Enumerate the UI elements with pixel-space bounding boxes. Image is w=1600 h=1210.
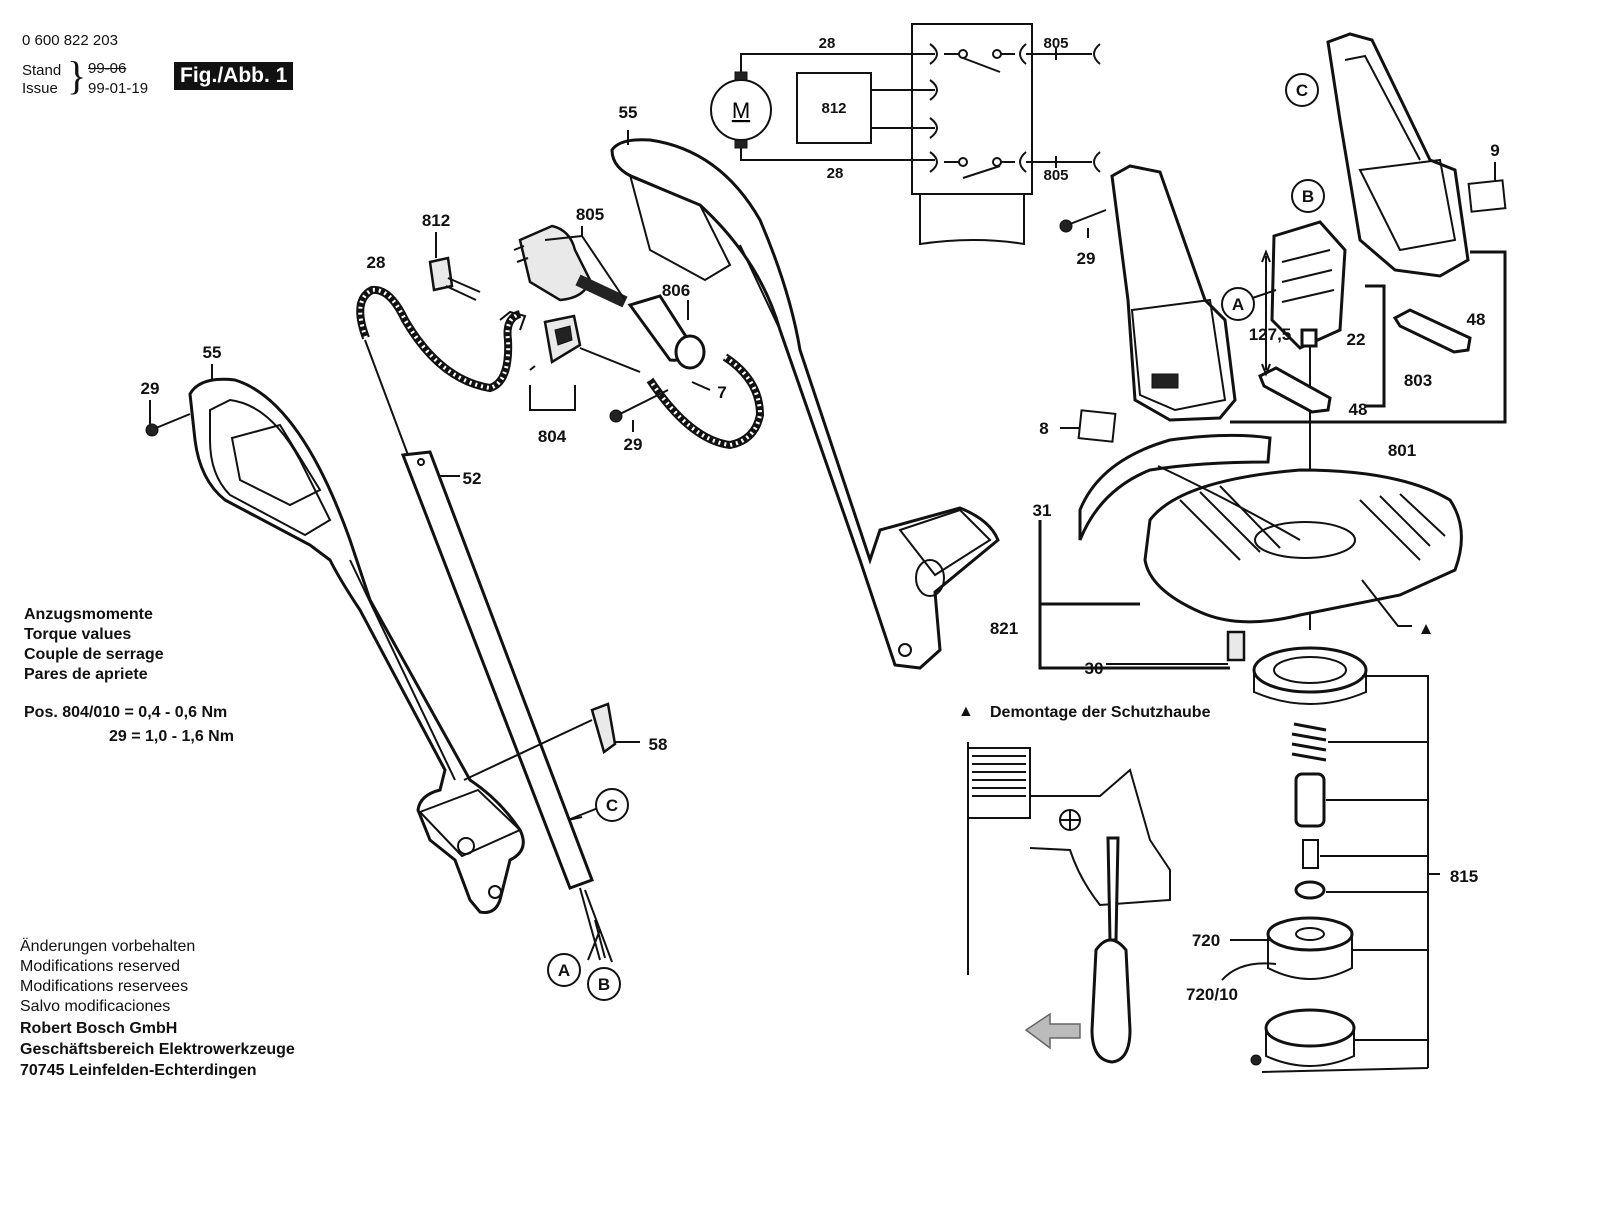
callout-720: 720 — [1192, 931, 1220, 950]
screw-29-left — [145, 413, 191, 437]
torque-heading-fr: Couple de serrage — [24, 646, 164, 663]
callout-29-left: 29 — [141, 379, 160, 398]
component-812-box — [796, 72, 872, 144]
torque-heading-en: Torque values — [24, 626, 132, 643]
torque-value-804: Pos. 804/010 = 0,4 - 0,6 Nm — [24, 704, 228, 721]
reference-circle-b-right — [1291, 179, 1325, 213]
screw-29-mid — [609, 389, 669, 423]
mains-plug-805 — [513, 224, 706, 370]
tube-52 — [400, 450, 613, 963]
callout-815: 815 — [1450, 867, 1478, 886]
component-812-label: 812 — [821, 100, 846, 117]
label-plate-9 — [1467, 179, 1507, 213]
housing-half-left — [188, 377, 525, 914]
issue-value: 99-01-19 — [88, 80, 149, 97]
figure-badge: Fig./Abb. 1 — [174, 62, 294, 90]
reference-circle-c-right — [1285, 73, 1319, 107]
reference-letter-c-right: C — [1296, 81, 1308, 100]
switch-804 — [499, 310, 641, 411]
reference-letter-c: C — [606, 796, 618, 815]
bracket-48-lower — [1258, 366, 1332, 414]
callout-29-mid: 29 — [624, 435, 643, 454]
callout-804: 804 — [538, 427, 567, 446]
motor-symbol-label: M — [732, 98, 750, 123]
screw-29-right — [1059, 209, 1107, 233]
document-number: 0 600 822 203 — [22, 32, 118, 49]
motor-unit — [1270, 220, 1347, 630]
company-division: Geschäftsbereich Elektrowerkzeuge — [20, 1041, 295, 1058]
callout-55-left: 55 — [203, 343, 222, 362]
callout-30: 30 — [1085, 659, 1104, 678]
stand-value-struck: 99-06 — [88, 60, 127, 77]
guard-removal-triangle-icon: ▲ — [958, 703, 974, 720]
torque-value-29: 29 = 1,0 - 1,6 Nm — [109, 728, 234, 745]
callout-29-right: 29 — [1077, 249, 1096, 268]
guard-assembly — [1078, 433, 1463, 662]
cable-805-bottom-label: 805 — [1043, 167, 1068, 184]
reference-letter-b: B — [598, 975, 610, 994]
callout-803: 803 — [1404, 371, 1432, 390]
clip-58 — [463, 702, 617, 781]
brace-icon: } — [67, 53, 87, 98]
callout-48-lower: 48 — [1349, 400, 1368, 419]
motor-housing-rear — [1326, 32, 1470, 278]
cable-28 — [356, 285, 765, 456]
callout-55-right: 55 — [619, 103, 638, 122]
guard-removal-title: Demontage der Schutzhaube — [990, 704, 1211, 721]
reference-letter-b-right: B — [1302, 187, 1314, 206]
callout-31: 31 — [1033, 501, 1052, 520]
stand-label: Stand — [22, 62, 62, 79]
cable-805-top-label: 805 — [1043, 35, 1068, 52]
callout-9: 9 — [1490, 141, 1499, 160]
bracket-48-upper — [1392, 308, 1472, 354]
callout-127-5: 127,5 — [1249, 325, 1292, 344]
callout-48-upper: 48 — [1467, 310, 1486, 329]
motor-housing-front — [1110, 164, 1237, 422]
issue-label: Issue — [22, 80, 58, 97]
guard-removal-detail — [967, 742, 1171, 1064]
modifications-es: Salvo modificaciones — [20, 998, 171, 1015]
spool-assembly — [1250, 646, 1368, 1067]
reference-circle-a — [547, 953, 581, 987]
torque-heading-de: Anzugsmomente — [24, 606, 153, 623]
callout-7: 7 — [717, 383, 726, 402]
reference-circle-c — [595, 788, 629, 822]
reference-letter-a: A — [558, 961, 570, 980]
housing-half-right — [610, 138, 1000, 670]
label-plate-8 — [1077, 409, 1117, 443]
modifications-fr: Modifications reservees — [20, 978, 189, 995]
callout-58: 58 — [649, 735, 668, 754]
modifications-de: Änderungen vorbehalten — [20, 938, 196, 955]
guard-triangle-icon: ▲ — [1418, 619, 1435, 638]
callout-801: 801 — [1388, 441, 1416, 460]
direction-arrow-icon — [1024, 1012, 1081, 1050]
callout-28: 28 — [367, 253, 386, 272]
switch-box — [911, 23, 1033, 195]
reference-letter-a-right: A — [1232, 295, 1244, 314]
callout-52: 52 — [463, 469, 482, 488]
callout-805: 805 — [576, 205, 604, 224]
callout-821: 821 — [990, 619, 1018, 638]
callout-720-10: 720/10 — [1186, 985, 1238, 1004]
capacitor-812 — [428, 256, 481, 301]
reference-circle-a-right — [1221, 287, 1255, 321]
callout-22: 22 — [1347, 330, 1366, 349]
callout-8: 8 — [1039, 419, 1048, 438]
company-name: Robert Bosch GmbH — [20, 1020, 178, 1037]
wire-28-bottom-label: 28 — [827, 165, 844, 182]
reference-circle-b — [587, 967, 621, 1001]
wire-28-top-label: 28 — [819, 35, 836, 52]
torque-heading-es: Pares de apriete — [24, 666, 148, 683]
modifications-en: Modifications reserved — [20, 958, 181, 975]
callout-812: 812 — [422, 211, 450, 230]
callout-806: 806 — [662, 281, 690, 300]
company-address: 70745 Leinfelden-Echterdingen — [20, 1062, 257, 1079]
wiring-schematic: M 812 28 28 805 805 — [710, 23, 1101, 246]
